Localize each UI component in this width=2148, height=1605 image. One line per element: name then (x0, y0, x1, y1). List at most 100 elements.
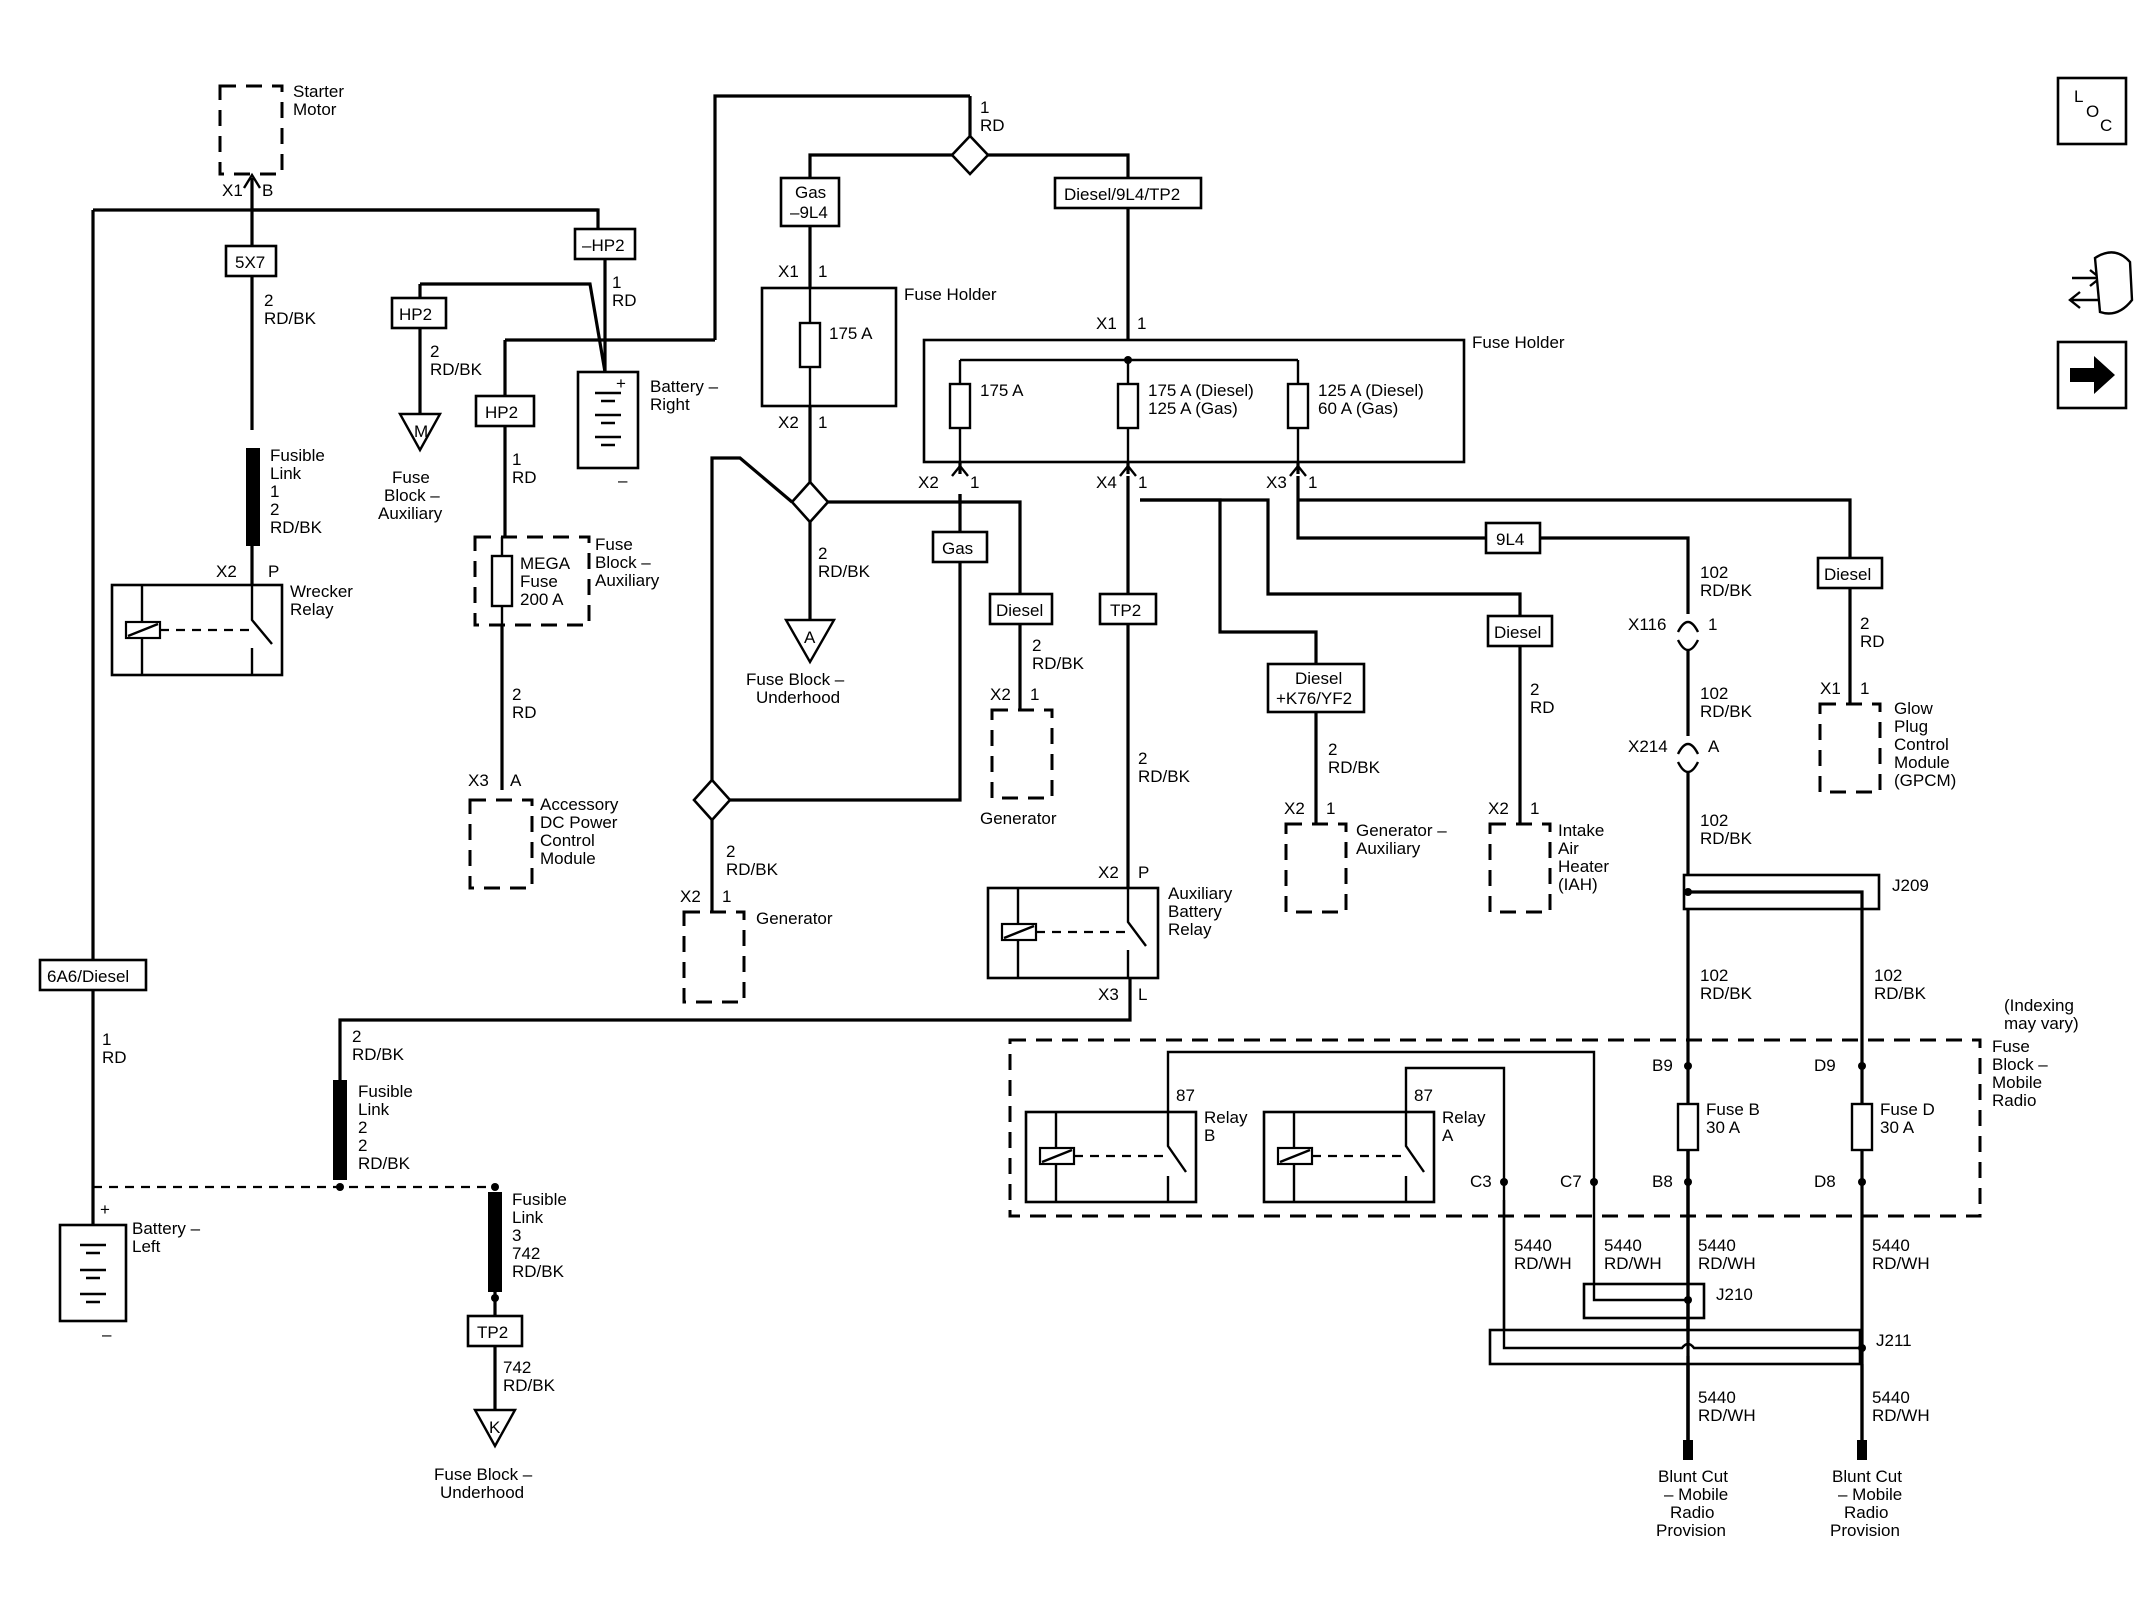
arrow-right-button[interactable] (2056, 340, 2128, 410)
gas-label: Gas (942, 539, 973, 558)
wire-1-rd-c-2: RD (102, 1048, 127, 1067)
battery-right (576, 370, 640, 470)
fbmr-l3: Mobile (1992, 1073, 2042, 1092)
w5440-a-1: 5440 (1514, 1236, 1552, 1255)
fbmr-l1: Fuse (1992, 1037, 2030, 1056)
fusible-link-1-l4: 2 (270, 500, 279, 519)
splice-top (950, 134, 990, 176)
w5440-f-2: RD/WH (1872, 1406, 1930, 1425)
wrecker-p: P (268, 562, 279, 581)
wire-2-rdbk-b-2: RD/BK (430, 360, 483, 379)
wire-2-rd-1: 2 (512, 685, 521, 704)
fusible-link-2-l5: RD/BK (358, 1154, 411, 1173)
wire-102-b-2: RD/BK (1700, 702, 1753, 721)
fuse-block-uh-a-2: Underhood (756, 688, 840, 707)
terminal-a-label: A (804, 628, 816, 647)
gpcm-x1: X1 (1820, 679, 1841, 698)
terminal-m (397, 412, 443, 453)
fh1-x2-1: 1 (818, 413, 827, 432)
wire-102-b-1: 102 (1700, 684, 1728, 703)
indexing-l1: (Indexing (2004, 996, 2074, 1015)
accessory-dc-box (468, 798, 534, 890)
connector-tp2 (1098, 592, 1158, 626)
w5440-d-2: RD/WH (1872, 1254, 1930, 1273)
loc-c: C (2100, 116, 2112, 135)
abr-x3: X3 (1098, 985, 1119, 1004)
tp2-b-label: TP2 (477, 1323, 508, 1342)
fh1-x1: X1 (778, 262, 799, 281)
fuse-175a (798, 321, 822, 369)
wire-1-rd-1: 1 (612, 273, 621, 292)
neg-hp2-label: –HP2 (582, 236, 625, 255)
gen-aux-l1: Generator – (1356, 821, 1447, 840)
fuse-block-aux-l2: Block – (595, 553, 651, 572)
connector-5x7 (224, 244, 278, 278)
wire-2-rdbk-c-1: 2 (818, 544, 827, 563)
relay-b-87: 87 (1176, 1086, 1195, 1105)
loc-button[interactable]: L O C (2056, 76, 2128, 146)
wire-742-2: RD/BK (503, 1376, 556, 1395)
connector-hp2-m (390, 296, 448, 330)
fuse-175a-b (948, 382, 972, 430)
relay-b-l1: Relay (1204, 1108, 1248, 1127)
fh2-x2: X2 (918, 473, 939, 492)
j209-label: J209 (1892, 876, 1929, 895)
starter-motor-box (218, 84, 284, 176)
generator-1-box (990, 708, 1054, 800)
wire-tp2-1: 2 (1138, 749, 1147, 768)
fusible-link-2-l2: Link (358, 1100, 390, 1119)
battery-right-l2: Right (650, 395, 690, 414)
mega-fuse (490, 554, 514, 608)
wire-102-d-2: RD/BK (1700, 984, 1753, 1003)
blunt-cut-end-2 (1857, 1440, 1867, 1460)
iah-x2: X2 (1488, 799, 1509, 818)
fh2-x3-1: 1 (1308, 473, 1317, 492)
abr-p: P (1138, 863, 1149, 882)
gen-aux-x2: X2 (1284, 799, 1305, 818)
connector-tp2-b (466, 1314, 524, 1348)
d8-label: D8 (1814, 1172, 1836, 1191)
battery-left-l2: Left (132, 1237, 161, 1256)
gpcm-l4: Module (1894, 753, 1950, 772)
starter-motor-label-1: Starter (293, 82, 344, 101)
wire-iah-1: 2 (1530, 680, 1539, 699)
relay-a-87: 87 (1414, 1086, 1433, 1105)
blunt-cut-2-l2: – Mobile (1838, 1485, 1902, 1504)
diesel-k76-l2: +K76/YF2 (1276, 689, 1352, 708)
fusible-link-1 (246, 448, 260, 546)
fusible-link-3-l1: Fusible (512, 1190, 567, 1209)
x116-1: 1 (1708, 615, 1717, 634)
fuse-125-diesel-l1: 125 A (Diesel) (1318, 381, 1424, 400)
wire-102-c-1: 102 (1700, 811, 1728, 830)
wire-1-rd-2: RD (612, 291, 637, 310)
blunt-cut-1-l4: Provision (1656, 1521, 1726, 1540)
blunt-cut-end-1 (1683, 1440, 1693, 1460)
gas-9l4-l2: –9L4 (790, 203, 828, 222)
arrow-right-icon (2070, 356, 2115, 394)
diesel-9l4-tp2-label: Diesel/9L4/TP2 (1064, 185, 1180, 204)
iah-l4: (IAH) (1558, 875, 1598, 894)
w5440-b-2: RD/WH (1604, 1254, 1662, 1273)
diesel-c-label: Diesel (1824, 565, 1871, 584)
fusible-link-1-l1: Fusible (270, 446, 325, 465)
hp2-b-label: HP2 (485, 403, 518, 422)
acc-x3: X3 (468, 771, 489, 790)
wire-tp2-2: RD/BK (1138, 767, 1191, 786)
acc-a: A (510, 771, 522, 790)
fuse-d (1850, 1102, 1874, 1152)
wire-k76-1: 2 (1328, 740, 1337, 759)
fuse-b (1676, 1102, 1700, 1152)
fuse-block-uh-a-1: Fuse Block – (746, 670, 845, 689)
fh2-x2-1: 1 (970, 473, 979, 492)
wrecker-relay-l2: Relay (290, 600, 334, 619)
b9-label: B9 (1652, 1056, 1673, 1075)
splice-a (790, 480, 830, 524)
harness-connector-icon[interactable] (2068, 251, 2134, 315)
battery-right-l1: Battery – (650, 377, 719, 396)
j210-label: J210 (1716, 1285, 1753, 1304)
w5440-b-1: 5440 (1604, 1236, 1642, 1255)
fbmr-l4: Radio (1992, 1091, 2036, 1110)
loc-o: O (2086, 102, 2099, 121)
gpcm-l5: (GPCM) (1894, 771, 1956, 790)
